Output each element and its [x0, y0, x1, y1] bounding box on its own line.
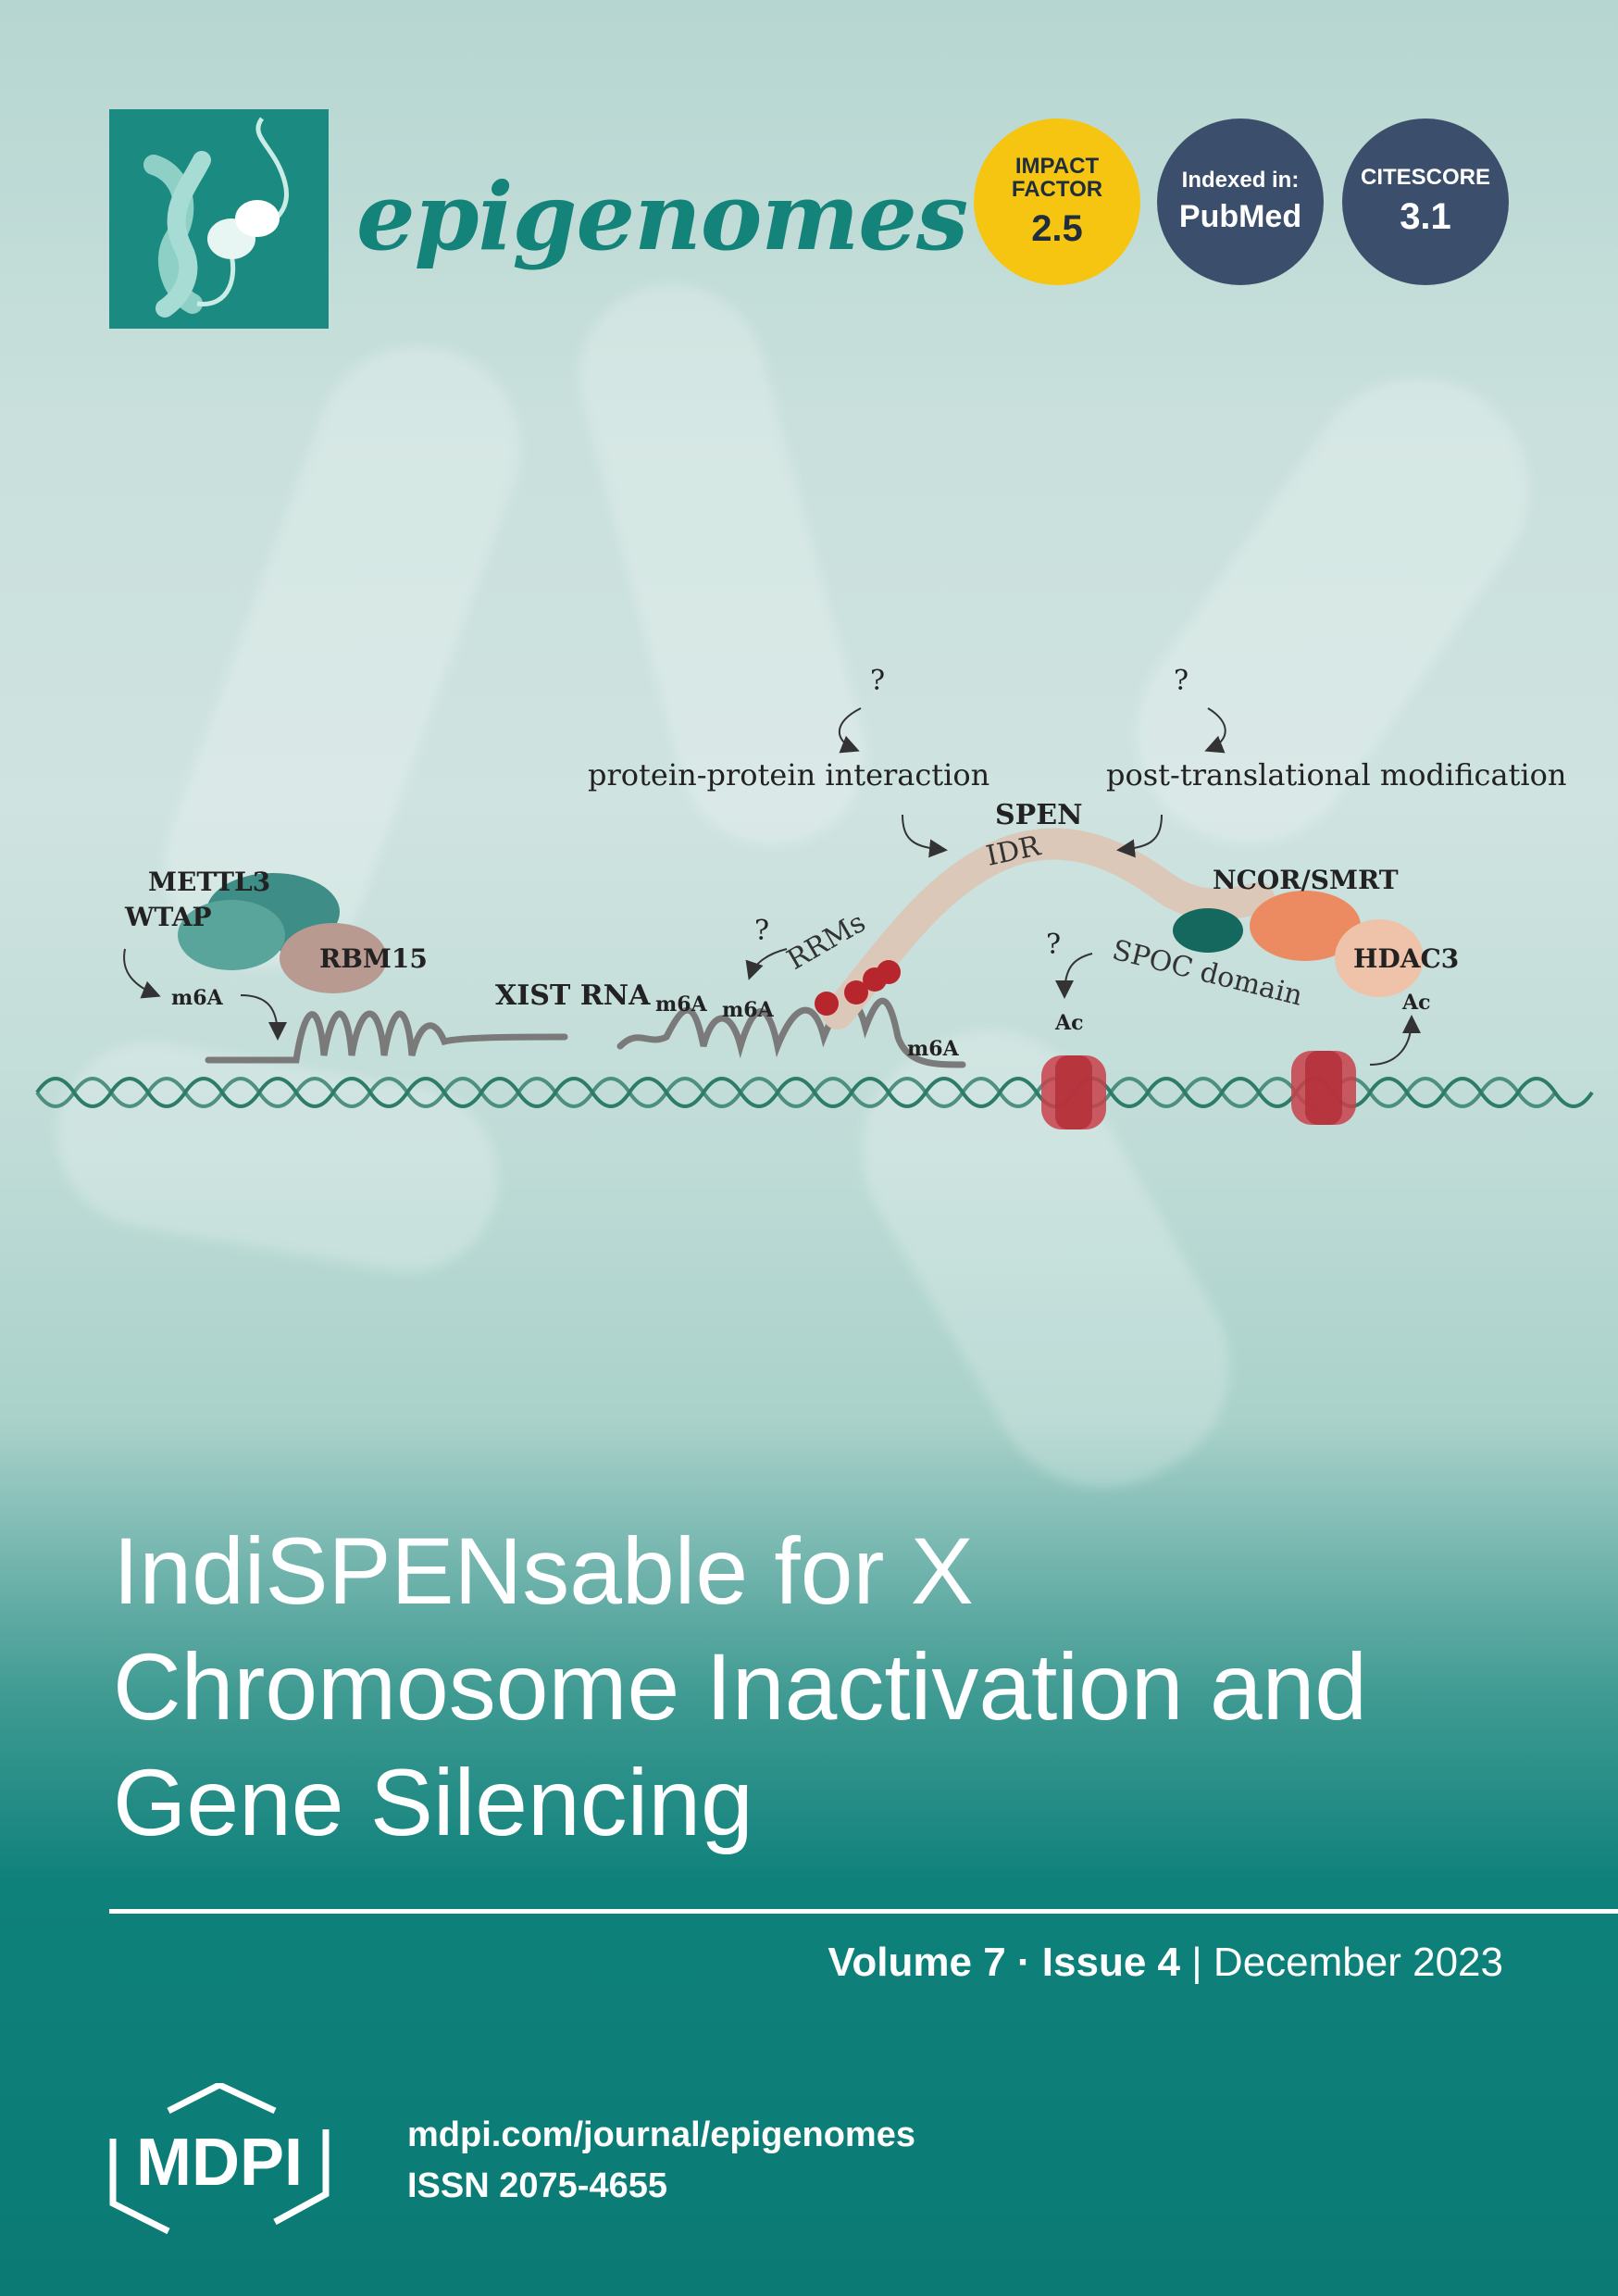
- acetyl-label: Ac: [1401, 991, 1430, 1015]
- rrm-dot: [877, 960, 901, 984]
- badge-label: Indexed in:: [1181, 168, 1300, 193]
- question-mark: ?: [1174, 665, 1189, 697]
- badge-value: 3.1: [1400, 196, 1451, 237]
- issue-info: Volume 7 · Issue 4 | December 2023: [828, 1940, 1503, 1986]
- ptm-label: post-translational modification: [1106, 757, 1567, 792]
- journal-url[interactable]: mdpi.com/journal/epigenomes: [407, 2115, 915, 2154]
- hdac3-protein: [1335, 919, 1424, 997]
- arrow: [240, 994, 287, 1041]
- ncor-smrt-label: NCOR/SMRT: [1213, 865, 1399, 895]
- separator-dot: ·: [1016, 1940, 1031, 1985]
- arrow: [123, 948, 161, 999]
- arrow: [1055, 953, 1093, 999]
- xist-m6a-subscript: m6A: [655, 992, 708, 1017]
- xist-rna: [205, 1010, 568, 1064]
- wtap-protein: [178, 900, 285, 970]
- xist-rna-label: XIST RNA: [495, 980, 651, 1012]
- ncor-smrt-protein: [1250, 891, 1361, 961]
- impact-factor-badge: IMPACT FACTOR 2.5: [974, 119, 1140, 285]
- question-mark: ?: [870, 665, 885, 697]
- arrow: [1116, 814, 1163, 858]
- spoc-domain: [1173, 908, 1243, 953]
- rrm-dot: [844, 980, 868, 1004]
- chromosome-nucleosome-icon: [143, 117, 290, 318]
- badge-label: IMPACT: [1014, 153, 1100, 179]
- arrow: [1369, 1015, 1421, 1066]
- journal-name: epigenomes: [356, 162, 968, 271]
- issue-number: Issue 4: [1041, 1940, 1181, 1985]
- arrow: [1204, 707, 1226, 754]
- badge-label: CITESCORE: [1360, 165, 1490, 190]
- arrow: [902, 814, 948, 858]
- cover-title: IndiSPENsable for X Chromosome Inactivat…: [113, 1518, 1368, 1855]
- arrow: [838, 707, 862, 754]
- rrm-dot: [815, 992, 839, 1016]
- mdpi-logo: MDPI: [109, 2083, 330, 2235]
- rbm15-protein: [280, 923, 387, 993]
- issn: ISSN 2075-4655: [407, 2166, 667, 2205]
- acetyl-label: Ac: [1054, 1011, 1083, 1035]
- m6a-label: m6A: [722, 998, 775, 1022]
- spen-idr: [822, 828, 1275, 1029]
- spen-label: SPEN: [995, 799, 1083, 831]
- indexed-pubmed-badge: Indexed in: PubMed: [1157, 119, 1324, 285]
- question-mark: ?: [1046, 929, 1061, 961]
- spen-mechanism-diagram: ? ? ? ? protein-protein interaction post…: [35, 665, 1594, 1129]
- volume: Volume 7: [828, 1940, 1006, 1985]
- citescore-badge: CITESCORE 3.1: [1342, 119, 1509, 285]
- hdac3-label: HDAC3: [1353, 943, 1459, 974]
- separator-bar: |: [1191, 1940, 1202, 1985]
- ppi-label: protein-protein interaction: [588, 757, 989, 792]
- badge-label: FACTOR: [1011, 176, 1103, 202]
- rbm15-label: RBM15: [319, 943, 428, 974]
- xist-rna: [616, 997, 966, 1068]
- m6a-label: m6A: [171, 986, 224, 1010]
- badge-value: 2.5: [1031, 207, 1083, 249]
- m6a-label: m6A: [907, 1037, 960, 1061]
- wtap-label: WTAP: [124, 902, 212, 932]
- mdpi-wordmark: MDPI: [136, 2126, 303, 2200]
- nucleosome: [1041, 1055, 1106, 1129]
- badge-value: PubMed: [1178, 199, 1302, 234]
- question-mark: ?: [754, 915, 769, 947]
- arrow: [745, 948, 788, 980]
- divider: [109, 1909, 1618, 1914]
- issue-date: December 2023: [1213, 1940, 1503, 1985]
- mettl3-label: METTL3: [148, 867, 270, 897]
- journal-logo: [109, 109, 329, 329]
- nucleosome: [1291, 1051, 1356, 1125]
- idr-label: IDR: [983, 830, 1044, 873]
